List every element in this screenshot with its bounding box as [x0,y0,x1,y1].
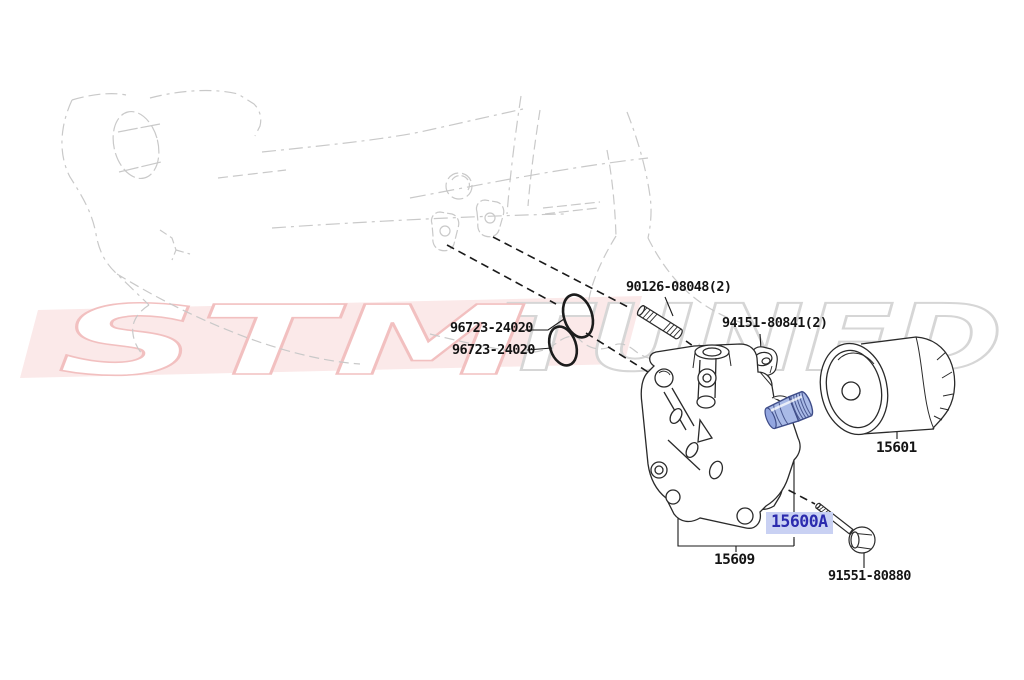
watermark-band [20,296,642,378]
flange-bolt-drawing [815,502,876,554]
oil-filter-drawing [819,336,956,436]
part-label-15609[interactable]: 15609 [714,552,755,568]
part-label-90126-08048[interactable]: 90126-08048(2) [626,279,732,295]
part-label-94151-80841[interactable]: 94151-80841(2) [722,315,828,331]
stud-bolt-drawing [636,305,683,340]
union-bolt-drawing [764,390,814,430]
hex-nut-drawing [750,346,778,376]
part-label-15600a[interactable]: 15600A [766,512,833,534]
part-label-91551-80880[interactable]: 91551-80880 [828,568,911,584]
watermark-stm: STM [58,285,528,397]
part-label-96723-24020-1[interactable]: 96723-24020 [450,320,533,336]
part-label-15601[interactable]: 15601 [876,440,917,456]
engine-block-outline [61,89,759,365]
o-ring-2-drawing [547,325,579,367]
o-ring-1-drawing [561,293,595,339]
part-label-96723-24020-2[interactable]: 96723-24020 [452,342,535,358]
